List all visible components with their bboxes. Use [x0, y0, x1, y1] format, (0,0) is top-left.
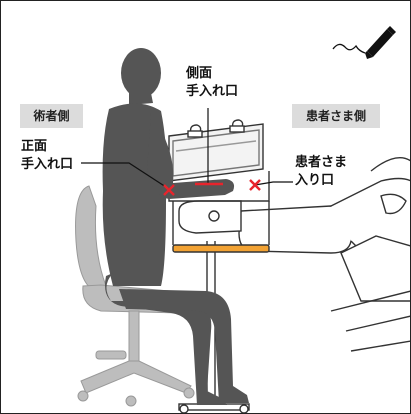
operator-side-tag: 術者側: [20, 104, 83, 128]
patient-entry-line1: 患者さま: [295, 155, 348, 170]
enclosure: [168, 119, 270, 202]
pen-signature-icon: [332, 26, 396, 59]
side-hand-entry-line1: 側面: [186, 66, 213, 81]
orange-tray: [172, 244, 270, 253]
front-hand-entry-line1: 正面: [21, 139, 48, 154]
dental-chair: [178, 157, 410, 352]
side-hand-entry-label: 側面 手入れ口: [186, 65, 238, 101]
operator-silhouette: [102, 48, 249, 405]
front-hand-entry-label: 正面 手入れ口: [21, 138, 73, 174]
front-hand-entry-line2: 手入れ口: [21, 157, 74, 172]
patient-side-tag: 患者さま側: [292, 104, 380, 128]
patient-entry-line2: 入り口: [295, 173, 335, 188]
red-markers: [163, 179, 261, 196]
side-hand-entry-line2: 手入れ口: [186, 84, 239, 99]
patient-entry-label: 患者さま 入り口: [295, 154, 347, 190]
leader-lines: [81, 108, 293, 190]
